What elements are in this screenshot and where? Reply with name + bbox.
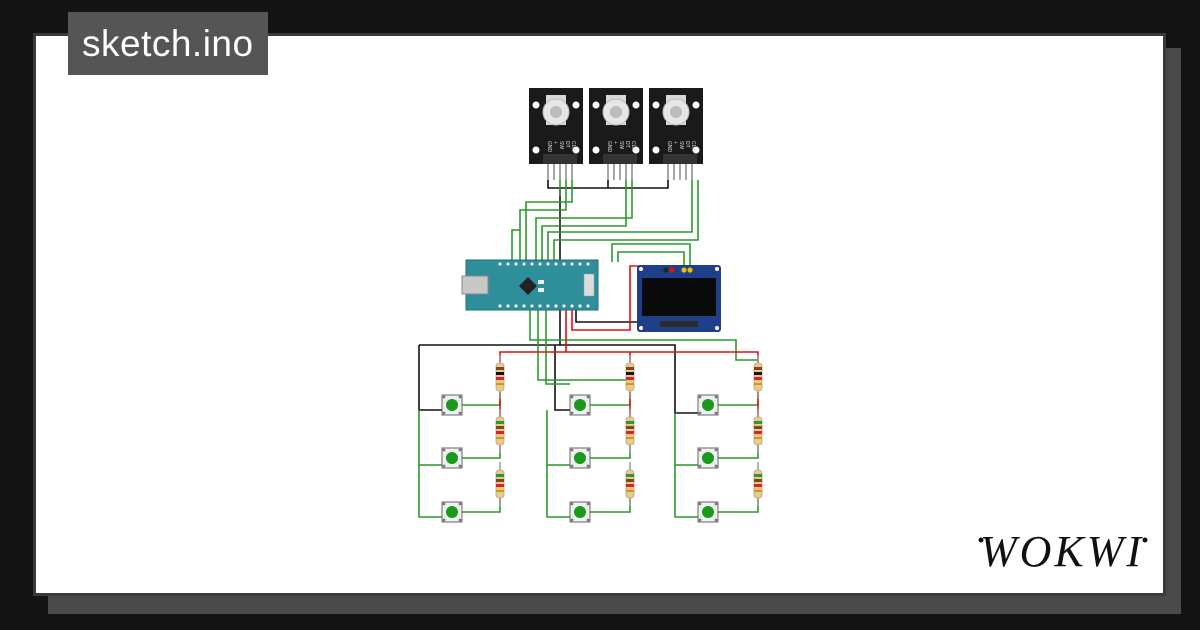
arduino-nano-board[interactable] (461, 259, 599, 311)
project-title[interactable]: sketch.ino (68, 12, 268, 75)
rotary-encoder-3[interactable] (648, 87, 704, 181)
rotary-encoder-1[interactable] (528, 87, 584, 181)
wokwi-logo: WOKWI (978, 527, 1148, 576)
wires-black (418, 180, 698, 414)
oled-display[interactable] (637, 265, 721, 332)
resistors (495, 354, 763, 507)
rotary-encoder-2[interactable] (588, 87, 644, 181)
brand-text: WOKWI (980, 527, 1144, 576)
